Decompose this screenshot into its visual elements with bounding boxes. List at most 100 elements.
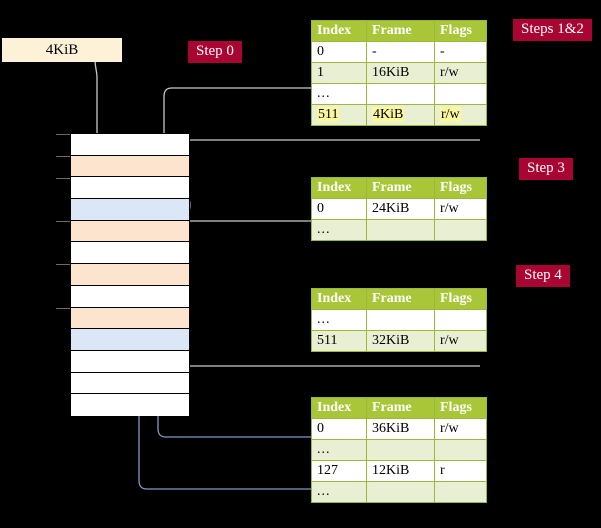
- cell-frame: [366, 439, 435, 461]
- table-row: 127 12KiB r: [311, 460, 487, 482]
- column-header-frame: Frame: [366, 177, 435, 199]
- cell-text: 127: [317, 463, 338, 478]
- cell-frame: 12KiB: [366, 460, 435, 482]
- cell-text: 4KiB: [372, 107, 405, 122]
- cell-text: 16KiB: [372, 65, 410, 80]
- kib-label-text: 4KiB: [45, 41, 79, 58]
- cell-index: 1: [311, 62, 367, 84]
- badge-steps-1-2: Steps 1&2: [513, 19, 592, 41]
- cell-text: ...: [317, 222, 331, 237]
- memory-row-3: [71, 199, 189, 221]
- column-header-index: Index: [311, 20, 367, 42]
- cell-text: -: [440, 44, 445, 59]
- memory-tick-2: [56, 178, 70, 179]
- cell-frame: -: [366, 41, 435, 63]
- cell-frame: [366, 309, 435, 331]
- cell-flags: -: [434, 41, 487, 63]
- cell-text: r/w: [440, 107, 461, 122]
- cell-index: 0: [311, 418, 367, 440]
- cell-index: ...: [311, 439, 367, 461]
- badge-step-3: Step 3: [519, 158, 573, 180]
- cell-text: 511: [317, 107, 340, 122]
- cell-text: 36KiB: [372, 421, 410, 436]
- memory-row-2: [71, 177, 189, 200]
- memory-row-12: [71, 394, 189, 416]
- column-header-frame: Frame: [366, 397, 435, 419]
- cell-flags: [434, 309, 487, 331]
- table-row: 511 4KiB r/w: [311, 104, 487, 126]
- table-row: ...: [311, 481, 487, 503]
- cell-text: r: [440, 463, 445, 478]
- column-header-index: Index: [311, 288, 367, 310]
- cell-index: ...: [311, 219, 367, 241]
- cell-frame: [366, 481, 435, 503]
- cell-flags: r/w: [434, 104, 487, 126]
- memory-row-11: [71, 372, 189, 395]
- memory-row-10: [71, 350, 189, 373]
- cell-flags: r/w: [434, 198, 487, 220]
- memory-row-1: [71, 155, 189, 178]
- cell-flags: [434, 219, 487, 241]
- cell-text: 0: [317, 201, 324, 216]
- cell-text: r/w: [440, 65, 459, 80]
- cell-index: 511: [311, 104, 367, 126]
- cell-frame: 24KiB: [366, 198, 435, 220]
- badge-step-0: Step 0: [188, 41, 242, 63]
- column-header-flags: Flags: [434, 20, 487, 42]
- cell-text: 24KiB: [372, 201, 410, 216]
- cell-frame: 36KiB: [366, 418, 435, 440]
- cell-index: 127: [311, 460, 367, 482]
- cell-index: 511: [311, 330, 367, 352]
- column-header-index: Index: [311, 177, 367, 199]
- memory-tick-0: [56, 134, 70, 135]
- memory-row-8: [71, 307, 189, 330]
- column-header-flags: Flags: [434, 177, 487, 199]
- memory-tick-6: [56, 264, 70, 265]
- cell-text: 511: [317, 333, 338, 348]
- cell-frame: [366, 219, 435, 241]
- badge-step-4: Step 4: [516, 265, 570, 287]
- cell-text: ...: [317, 86, 331, 101]
- cell-index: ...: [311, 309, 367, 331]
- cell-flags: r/w: [434, 62, 487, 84]
- column-header-frame: Frame: [366, 288, 435, 310]
- cell-text: ...: [317, 442, 331, 457]
- cell-text: 32KiB: [372, 333, 410, 348]
- memory-row-4: [71, 220, 189, 243]
- column-header-flags: Flags: [434, 397, 487, 419]
- cell-flags: [434, 83, 487, 105]
- cell-flags: [434, 439, 487, 461]
- column-header-frame: Frame: [366, 20, 435, 42]
- cell-text: r/w: [440, 201, 459, 216]
- table-row: 0 36KiB r/w: [311, 418, 487, 440]
- cell-text: 1: [317, 65, 324, 80]
- table-body: 0 36KiB r/w... 127 12KiB r...: [311, 418, 487, 503]
- memory-tick-1: [56, 156, 70, 157]
- cell-frame: 16KiB: [366, 62, 435, 84]
- page-table-step-3: Index Frame Flags 0 24KiB r/w...: [311, 177, 487, 241]
- table-body: 0 24KiB r/w...: [311, 198, 487, 241]
- cell-flags: r: [434, 460, 487, 482]
- column-header-index: Index: [311, 397, 367, 419]
- page-table-frames: Index Frame Flags 0 36KiB r/w... 127 12KiB r…: [311, 397, 487, 503]
- cell-index: 0: [311, 198, 367, 220]
- table-body: ... 511 32KiB r/w: [311, 309, 487, 352]
- table-row: ...: [311, 83, 487, 105]
- cell-text: ...: [317, 312, 331, 327]
- cell-flags: r/w: [434, 418, 487, 440]
- memory-row-0: [71, 134, 189, 156]
- cell-frame: 4KiB: [366, 104, 435, 126]
- cell-text: 0: [317, 421, 324, 436]
- table-row: 0 24KiB r/w: [311, 198, 487, 220]
- memory-row-9: [71, 329, 189, 351]
- table-row: ...: [311, 439, 487, 461]
- cell-text: 12KiB: [372, 463, 410, 478]
- table-row: 511 32KiB r/w: [311, 330, 487, 352]
- kib-label-box: 4KiB: [2, 38, 122, 62]
- cell-flags: r/w: [434, 330, 487, 352]
- cell-index: ...: [311, 83, 367, 105]
- cell-text: r/w: [440, 421, 459, 436]
- table-row: 1 16KiB r/w: [311, 62, 487, 84]
